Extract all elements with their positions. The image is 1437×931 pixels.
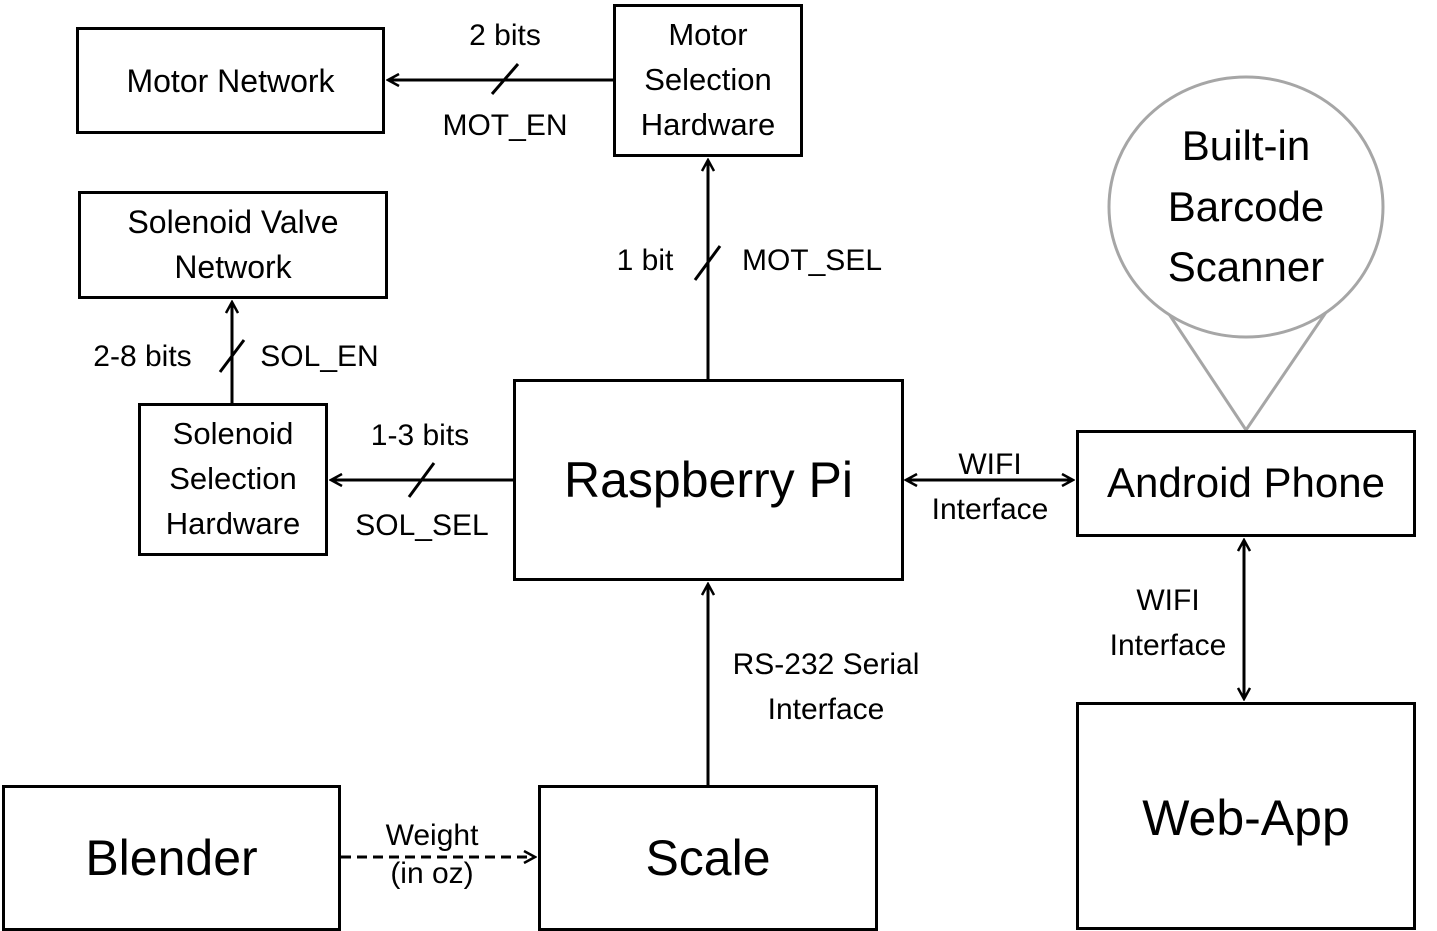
phone-webapp-link-label: WIFI Interface (1109, 584, 1227, 662)
sol-sel-width-label: 1-3 bits (370, 419, 470, 452)
web-app-block: Web-App (1076, 702, 1416, 930)
android-phone-block: Android Phone (1076, 430, 1416, 537)
blender-scale-link-label: Weight (in oz) (385, 819, 479, 890)
motor-selection-label: Motor Selection Hardware (640, 17, 776, 142)
blender-block: Blender (2, 785, 341, 931)
mot-sel-signal-label: MOT_SEL (741, 244, 883, 277)
web-app-label: Web-App (1142, 789, 1350, 846)
solenoid-selection-block: Solenoid Selection Hardware (138, 403, 328, 556)
blender-label: Blender (85, 829, 258, 886)
solenoid-selection-label: Solenoid Selection Hardware (165, 416, 301, 541)
sol-en-width-label: 2-8 bits (93, 340, 192, 373)
solenoid-valve-network-label: Solenoid Valve Network (127, 204, 339, 285)
mot-en-signal-label: MOT_EN (442, 109, 568, 142)
android-phone-label: Android Phone (1107, 459, 1385, 507)
mot-en-width-label: 2 bits (469, 19, 541, 52)
scale-label: Scale (645, 829, 771, 886)
pi-phone-link-label: WIFI Interface (931, 448, 1049, 526)
motor-selection-block: Motor Selection Hardware (613, 4, 803, 157)
mot-sel-bus-slash (693, 245, 722, 281)
barcode-scanner-label: Built-in Barcode Scanner (1167, 121, 1325, 291)
mot-en-bus-slash (490, 63, 520, 95)
scale-block: Scale (538, 785, 878, 931)
sol-en-bus-slash (218, 339, 246, 373)
solenoid-valve-network-block: Solenoid Valve Network (78, 191, 388, 299)
sol-sel-signal-label: SOL_SEL (355, 509, 489, 542)
sol-sel-bus-slash (407, 462, 436, 498)
barcode-callout-bubble (1107, 75, 1385, 339)
barcode-scanner-callout: Built-in Barcode Scanner (1110, 78, 1382, 336)
mot-sel-width-label: 1 bit (616, 244, 674, 277)
motor-network-block: Motor Network (76, 27, 385, 134)
scale-pi-link-label: RS-232 Serial Interface (732, 648, 920, 726)
raspberry-pi-label: Raspberry Pi (564, 451, 853, 508)
sol-en-signal-label: SOL_EN (260, 340, 379, 373)
raspberry-pi-block: Raspberry Pi (513, 379, 904, 581)
motor-network-label: Motor Network (126, 62, 335, 99)
